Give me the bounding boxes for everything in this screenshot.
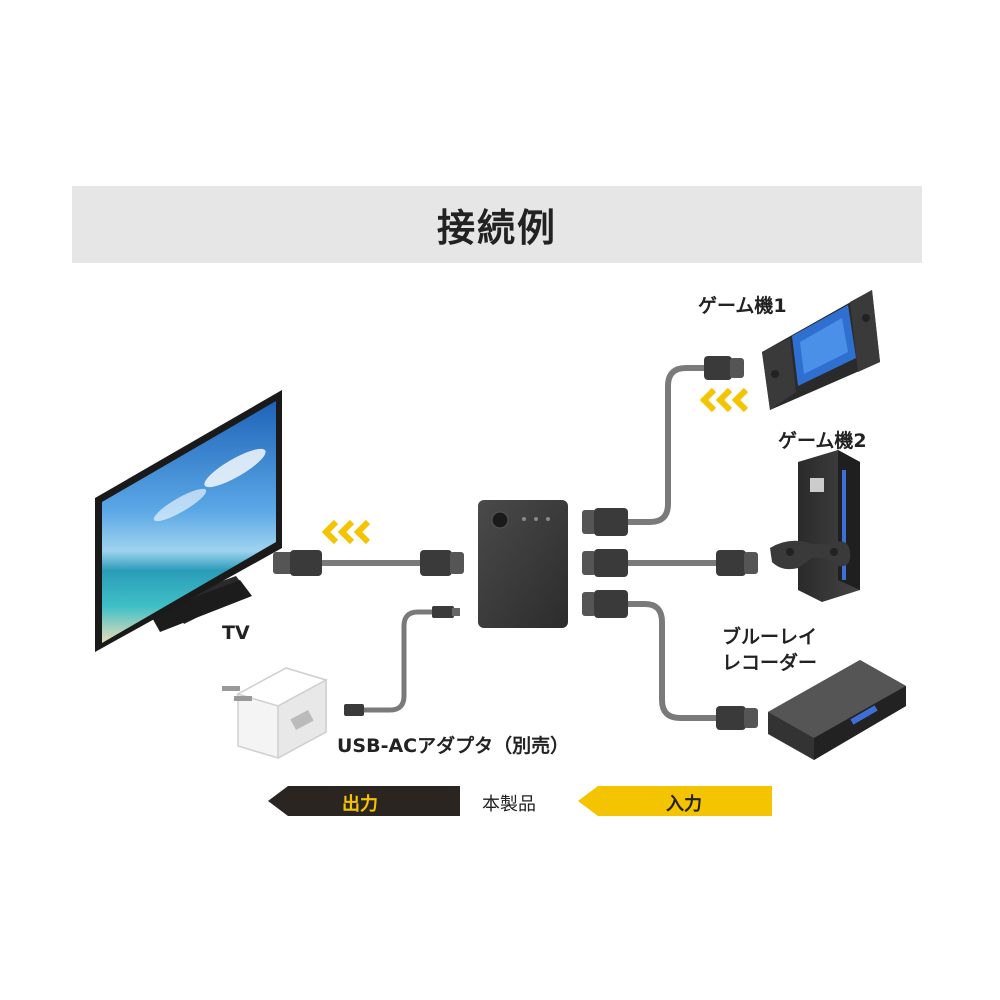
legend-output-label: 出力	[342, 794, 378, 815]
legend-product-label: 本製品	[482, 794, 536, 815]
hdmi-connectors-switch-in	[582, 508, 628, 618]
usb-connector-adapter	[344, 704, 364, 716]
label-adapter: USB-ACアダプタ（別売）	[337, 735, 570, 757]
switch-button-icon	[491, 511, 509, 529]
cables	[317, 365, 721, 721]
label-bluray-line2: レコーダー	[722, 652, 818, 674]
label-game2: ゲーム機2	[778, 430, 867, 452]
cable-bluray	[624, 601, 719, 721]
label-tv: TV	[222, 622, 250, 644]
game2-icon	[770, 450, 860, 602]
bluray-recorder-icon	[768, 660, 906, 760]
title-band: 接続例	[72, 186, 922, 263]
cable-power	[359, 609, 439, 713]
product-switch	[478, 500, 568, 628]
cable-game1	[624, 365, 707, 525]
label-game1: ゲーム機1	[698, 295, 787, 317]
usb-connector-switch	[432, 606, 460, 618]
legend-input-arrow	[578, 786, 772, 816]
hdmi-connector-tv	[273, 550, 322, 576]
game1-icon	[762, 290, 880, 410]
label-bluray: ブルーレイ レコーダー	[722, 624, 817, 676]
hdmi-connector-game1	[704, 356, 744, 380]
output-chevrons	[321, 519, 371, 545]
usb-ac-adapter-icon	[222, 667, 328, 760]
legend-input-label: 入力	[666, 794, 702, 815]
label-bluray-line1: ブルーレイ	[722, 626, 818, 648]
input-chevrons-game1	[699, 387, 749, 413]
hdmi-connector-bluray	[716, 706, 758, 730]
tv-icon	[95, 390, 282, 652]
page-title: 接続例	[436, 206, 557, 250]
legend-output-arrow	[268, 786, 460, 816]
hdmi-connector-game2	[716, 550, 758, 576]
hdmi-connector-switch-out	[420, 550, 464, 576]
